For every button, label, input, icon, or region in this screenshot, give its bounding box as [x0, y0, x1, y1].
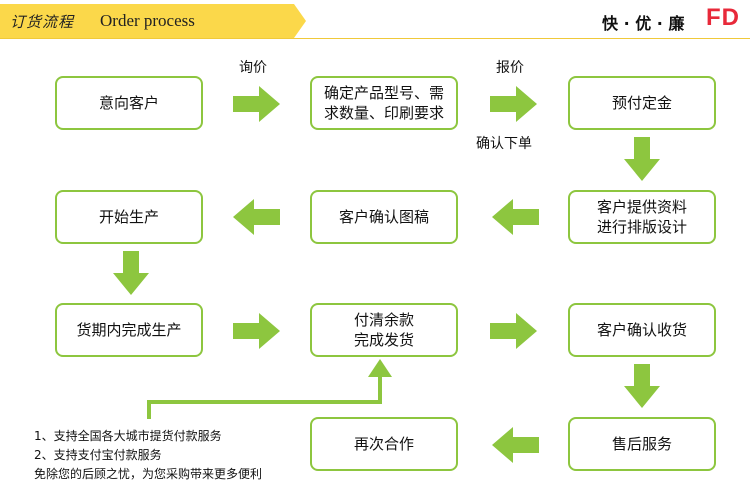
arrow-left-icon	[233, 199, 280, 235]
step-confirm-receipt: 客户确认收货	[568, 303, 716, 357]
step-confirm-line1: 确定产品型号、需	[323, 84, 444, 102]
arrow-down-icon	[624, 364, 660, 408]
step-provide-materials: 客户提供资料 进行排版设计	[568, 190, 716, 244]
step-intent-label: 意向客户	[98, 94, 159, 112]
arrow-down-icon	[624, 137, 660, 181]
header: 订货流程 Order process 快 · 优 · 廉 FD	[0, 0, 750, 44]
arrow-down-icon	[113, 251, 149, 295]
title-banner	[0, 4, 294, 38]
arrow-left-icon	[492, 199, 539, 235]
brand-logo: FD	[706, 4, 740, 31]
edge-label-confirm-order: 确认下单	[476, 136, 532, 152]
brand-slogan: 快 · 优 · 廉	[602, 14, 685, 33]
step-repeat-label: 再次合作	[353, 435, 414, 453]
step-confirm-design-label: 客户确认图稿	[338, 208, 429, 226]
step-pay-line1: 付清余款	[353, 311, 414, 329]
step-prepay-deposit: 预付定金	[568, 76, 716, 130]
step-prepay-label: 预付定金	[611, 94, 672, 112]
elbow-connector-arrow-icon	[145, 359, 392, 419]
note-line-2: 2、支持支付宝付款服务	[34, 448, 162, 462]
edge-label-inquiry: 询价	[239, 60, 267, 76]
step-complete-production-label: 货期内完成生产	[76, 321, 182, 339]
title-en: Order process	[100, 11, 195, 30]
step-start-production: 开始生产	[55, 190, 203, 244]
step-complete-production: 货期内完成生产	[55, 303, 203, 357]
title-banner-tip	[294, 4, 306, 38]
arrow-right-icon	[233, 86, 280, 122]
step-repeat-cooperation: 再次合作	[310, 417, 458, 471]
step-confirm-specs: 确定产品型号、需 求数量、印刷要求	[310, 76, 458, 130]
step-confirm-line2: 求数量、印刷要求	[323, 104, 444, 122]
arrow-left-icon	[492, 427, 539, 463]
step-pay-balance: 付清余款 完成发货	[310, 303, 458, 357]
header-divider	[0, 38, 750, 39]
arrow-right-icon	[490, 313, 537, 349]
step-provide-line1: 客户提供资料	[596, 198, 687, 216]
arrow-right-icon	[490, 86, 537, 122]
edge-label-quote: 报价	[496, 60, 524, 76]
note-line-1: 1、支持全国各大城市提货付款服务	[34, 429, 222, 443]
step-intent-customer: 意向客户	[55, 76, 203, 130]
title-cn: 订货流程	[10, 13, 75, 31]
step-after-sales-label: 售后服务	[611, 435, 672, 453]
step-confirm-design: 客户确认图稿	[310, 190, 458, 244]
step-provide-line2: 进行排版设计	[596, 218, 687, 236]
note-line-3: 免除您的后顾之忧，为您采购带来更多便利	[34, 467, 263, 481]
step-receive-label: 客户确认收货	[596, 321, 687, 339]
arrow-right-icon	[233, 313, 280, 349]
step-after-sales: 售后服务	[568, 417, 716, 471]
service-notes: 1、支持全国各大城市提货付款服务 2、支持支付宝付款服务 免除您的后顾之忧，为您…	[34, 427, 262, 484]
step-start-production-label: 开始生产	[98, 208, 159, 226]
step-pay-line2: 完成发货	[353, 331, 414, 349]
